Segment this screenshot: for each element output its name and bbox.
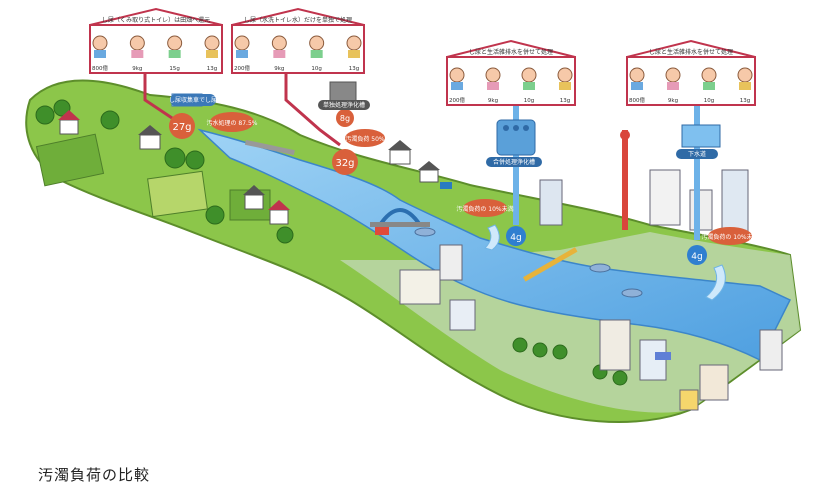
person-figure <box>485 67 501 83</box>
person-body <box>739 82 751 90</box>
load-badge-d <box>687 245 707 265</box>
load-badge-e-text: 8g <box>340 114 350 123</box>
person-figure <box>521 67 537 83</box>
village-houses <box>58 110 440 225</box>
person-body <box>206 50 218 58</box>
house-item-label: 800億 <box>92 64 108 72</box>
outflows <box>484 224 726 301</box>
house-item-label: 10g <box>524 98 535 104</box>
person-figure <box>167 35 183 51</box>
house-title: し尿（水洗トイレ水）だけを単独で処理 <box>244 16 352 24</box>
house-item-label: 200億 <box>449 96 465 104</box>
bridge <box>244 139 578 282</box>
house-item-label: 13g <box>207 66 218 72</box>
house-body <box>446 56 576 106</box>
person-figure <box>234 35 250 51</box>
person-body <box>703 82 715 90</box>
note-n3: 汚濁負荷の 10%未満 <box>456 205 513 213</box>
note-n1: 汚水処理の 87.5% <box>207 119 258 127</box>
house-item-label: 200億 <box>234 64 250 72</box>
house-item-label: 15g <box>169 66 180 72</box>
house-item-label: 10g <box>704 98 715 104</box>
note-septic: 単独処理浄化槽 <box>323 101 365 109</box>
person-body <box>667 82 679 90</box>
house-item-label: 13g <box>740 98 751 104</box>
person-figure <box>309 35 325 51</box>
tower <box>620 130 630 230</box>
person-body <box>559 82 571 90</box>
house-item-label: 9kg <box>668 98 678 104</box>
note-n2: 汚濁負荷 50% <box>345 135 385 143</box>
note-n4: 汚濁負荷の 10%未満 <box>701 233 758 241</box>
person-body <box>131 50 144 58</box>
treatment-plants <box>329 81 721 156</box>
person-figure <box>204 35 220 51</box>
load-badge-c-text: 4g <box>510 233 521 243</box>
person-body <box>236 50 248 58</box>
load-badge-b <box>332 149 358 175</box>
house-callout-1: し尿（くみ取り式トイレ）は田畑へ還元 800億 9kg 15g 13g <box>89 7 223 74</box>
person-body <box>487 82 499 90</box>
person-body <box>273 50 286 58</box>
house-item-label: 13g <box>560 98 571 104</box>
note-collect: し尿収集車でし尿 <box>169 96 217 104</box>
note-plant2: 下水道 <box>688 150 706 158</box>
house-title: し尿と生活雑排水を併せて処理 <box>469 48 553 56</box>
load-badge-d-text: 4g <box>691 252 702 262</box>
fish <box>414 227 643 298</box>
house-body <box>231 24 365 74</box>
person-body <box>348 50 360 58</box>
house-body <box>89 24 223 74</box>
house-body <box>626 56 756 106</box>
house-item-label: 9kg <box>132 66 142 72</box>
notes: し尿収集車でし尿 単独処理浄化槽 汚水処理の 87.5% 汚濁負荷 50% 汚濁… <box>169 94 759 245</box>
load-badge-b-text: 32g <box>335 158 354 169</box>
house-title: し尿（くみ取り式トイレ）は田畑へ還元 <box>102 16 210 24</box>
load-badge-c <box>506 226 526 246</box>
person-body <box>451 82 463 90</box>
person-figure <box>271 35 287 51</box>
caption: 汚濁負荷の比較 <box>38 466 151 484</box>
load-badge-a-text: 27g <box>172 122 191 133</box>
person-figure <box>737 67 753 83</box>
person-figure <box>346 35 362 51</box>
house-callout-4: し尿と生活雑排水を併せて処理 800億 9kg 10g 13g <box>626 39 756 106</box>
load-badges: 27g 32g 4g 4g 8g <box>169 109 707 265</box>
person-body <box>523 82 535 90</box>
person-figure <box>665 67 681 83</box>
note-plant1: 合併処理浄化槽 <box>493 158 535 166</box>
trees <box>35 99 628 386</box>
house-callout-2: し尿（水洗トイレ水）だけを単独で処理 200億 9kg 10g 13g <box>231 7 365 74</box>
house-item-label: 800億 <box>629 96 645 104</box>
house-item-label: 9kg <box>488 98 498 104</box>
person-body <box>94 50 106 58</box>
pipes <box>143 72 341 147</box>
city-buildings <box>399 169 783 411</box>
person-figure <box>701 67 717 83</box>
person-figure <box>129 35 145 51</box>
person-figure <box>557 67 573 83</box>
house-item-label: 9kg <box>274 66 284 72</box>
house-item-label: 13g <box>349 66 360 72</box>
person-body <box>310 50 323 58</box>
house-item-label: 10g <box>311 66 322 72</box>
person-figure <box>92 35 108 51</box>
house-callout-3: し尿と生活雑排水を併せて処理 200億 9kg 10g 13g <box>446 39 576 106</box>
person-body <box>631 82 643 90</box>
person-figure <box>629 67 645 83</box>
person-figure <box>449 67 465 83</box>
house-title: し尿と生活雑排水を併せて処理 <box>649 48 733 56</box>
person-body <box>168 50 181 58</box>
load-badge-e <box>336 109 354 127</box>
load-badge-a <box>169 113 195 139</box>
